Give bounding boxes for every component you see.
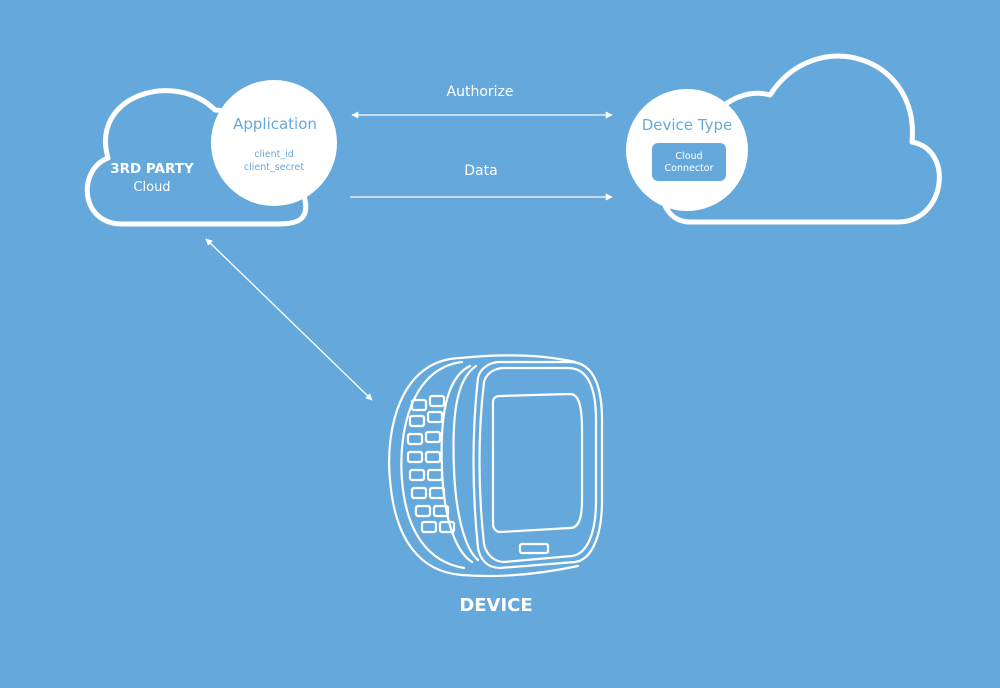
device-link-arrow [205,238,373,401]
data-label: Data [464,163,498,179]
third-party-title: 3RD PARTY [110,161,194,177]
cloud-connector-box [652,143,726,181]
application-circle [211,80,337,206]
smartwatch-icon [388,354,604,578]
device-label: DEVICE [459,595,533,616]
device-type-title: Device Type [641,116,733,134]
authorize-label: Authorize [446,84,514,100]
cloud-connector-label: Cloud Connector [664,151,714,174]
third-party-cloud-shape [84,88,309,227]
client-id-label: client_id [254,149,294,160]
client-secret-label: client_secret [243,162,305,173]
application-title: Application [233,115,317,133]
third-party-subtitle: Cloud [133,180,171,195]
